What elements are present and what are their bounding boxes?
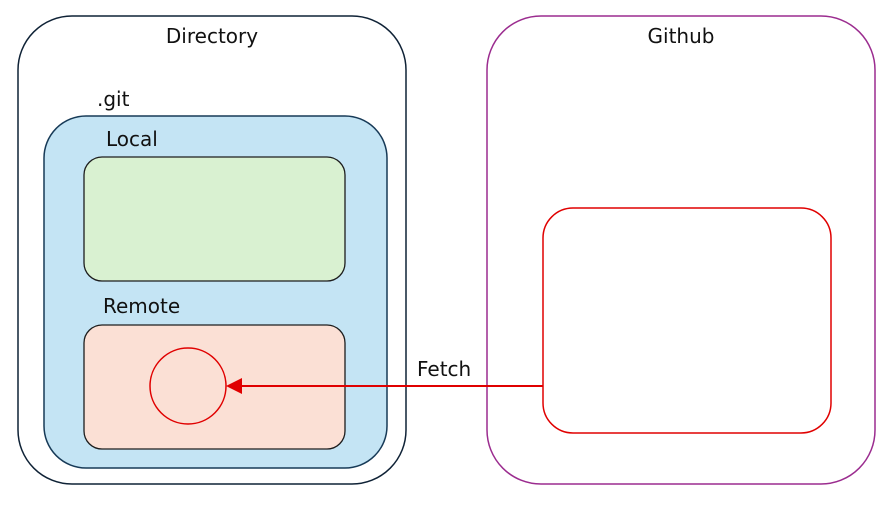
remote-label: Remote: [103, 294, 180, 318]
github-repository-box: [542, 207, 832, 434]
local-branch-box: [83, 156, 346, 282]
directory-label: Directory: [166, 24, 258, 48]
local-label: Local: [106, 127, 158, 151]
git-label: .git: [97, 87, 130, 111]
github-label: Github: [648, 24, 715, 48]
fetch-label: Fetch: [417, 357, 471, 381]
